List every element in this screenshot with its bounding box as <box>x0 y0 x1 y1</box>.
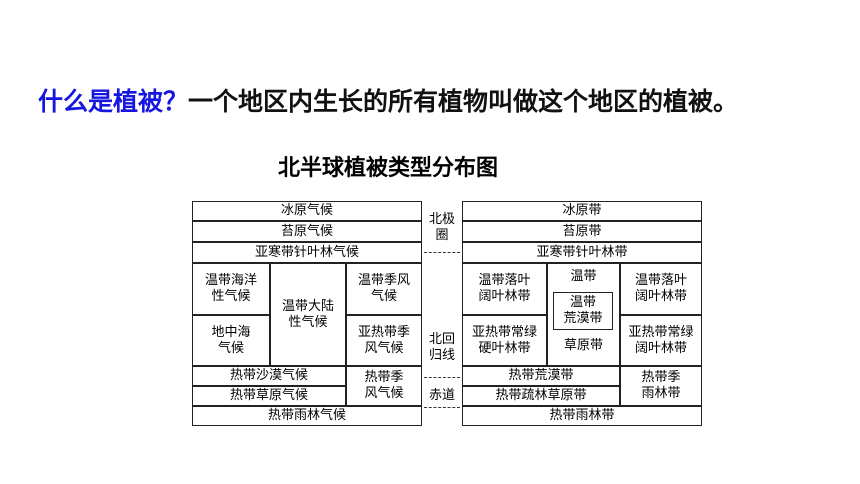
tropic-of-cancer-label: 北回 归线 <box>428 332 455 363</box>
right-taiga: 亚寒带针叶林带 <box>462 242 702 263</box>
left-temp-monsoon: 温带季风 气候 <box>346 263 422 315</box>
left-trop-desert: 热带沙漠气候 <box>192 366 346 386</box>
right-grassland: 草原带 <box>563 338 603 353</box>
diagram-title: 北半球植被类型分布图 <box>278 156 499 181</box>
headline-answer: 一个地区内生长的所有植物叫做这个地区的植被。 <box>188 87 739 116</box>
left-temp-continental: 温带大陆 性气候 <box>270 263 346 366</box>
right-trop-rainforest: 热带雨林带 <box>462 406 702 426</box>
right-subtrop-sclerophyll: 亚热带常绿 硬叶林带 <box>462 315 547 366</box>
left-trop-monsoon: 热带季 风气候 <box>346 366 422 406</box>
left-mediterranean: 地中海 气候 <box>192 315 270 366</box>
left-subtrop-monsoon: 亚热带季 风气候 <box>346 315 422 366</box>
headline-question: 什么是植被？ <box>38 87 189 116</box>
right-subtrop-evergreen: 亚热带常绿 阔叶林带 <box>620 315 702 366</box>
headline: 什么是植被？一个地区内生长的所有植物叫做这个地区的植被。 <box>38 82 738 118</box>
right-trop-savanna: 热带疏林草原带 <box>462 386 620 406</box>
right-trop-monsoon-forest: 热带季 雨林带 <box>620 366 702 406</box>
right-temp-desert: 温带 荒漠带 <box>553 292 613 330</box>
right-temp-deciduous-right: 温带落叶 阔叶林带 <box>620 263 702 315</box>
left-polar: 冰原气候 <box>192 201 422 221</box>
equator-label: 赤道 <box>428 388 455 403</box>
right-ice: 冰原带 <box>462 201 702 221</box>
arctic-circle-label: 北极 圈 <box>428 212 455 243</box>
right-temp-deciduous-left: 温带落叶 阔叶林带 <box>462 263 547 315</box>
arctic-circle-line <box>424 252 460 253</box>
tropic-of-cancer-line <box>424 377 460 378</box>
equator-line <box>424 407 460 408</box>
left-trop-savanna: 热带草原气候 <box>192 386 346 406</box>
left-tundra: 苔原气候 <box>192 221 422 242</box>
left-trop-rainforest: 热带雨林气候 <box>192 406 422 426</box>
right-tundra: 苔原带 <box>462 221 702 242</box>
left-temp-maritime: 温带海洋 性气候 <box>192 263 270 315</box>
right-temperate-label: 温带 <box>570 269 597 284</box>
left-subarctic: 亚寒带针叶林气候 <box>192 242 422 263</box>
right-trop-desert: 热带荒漠带 <box>462 366 620 386</box>
